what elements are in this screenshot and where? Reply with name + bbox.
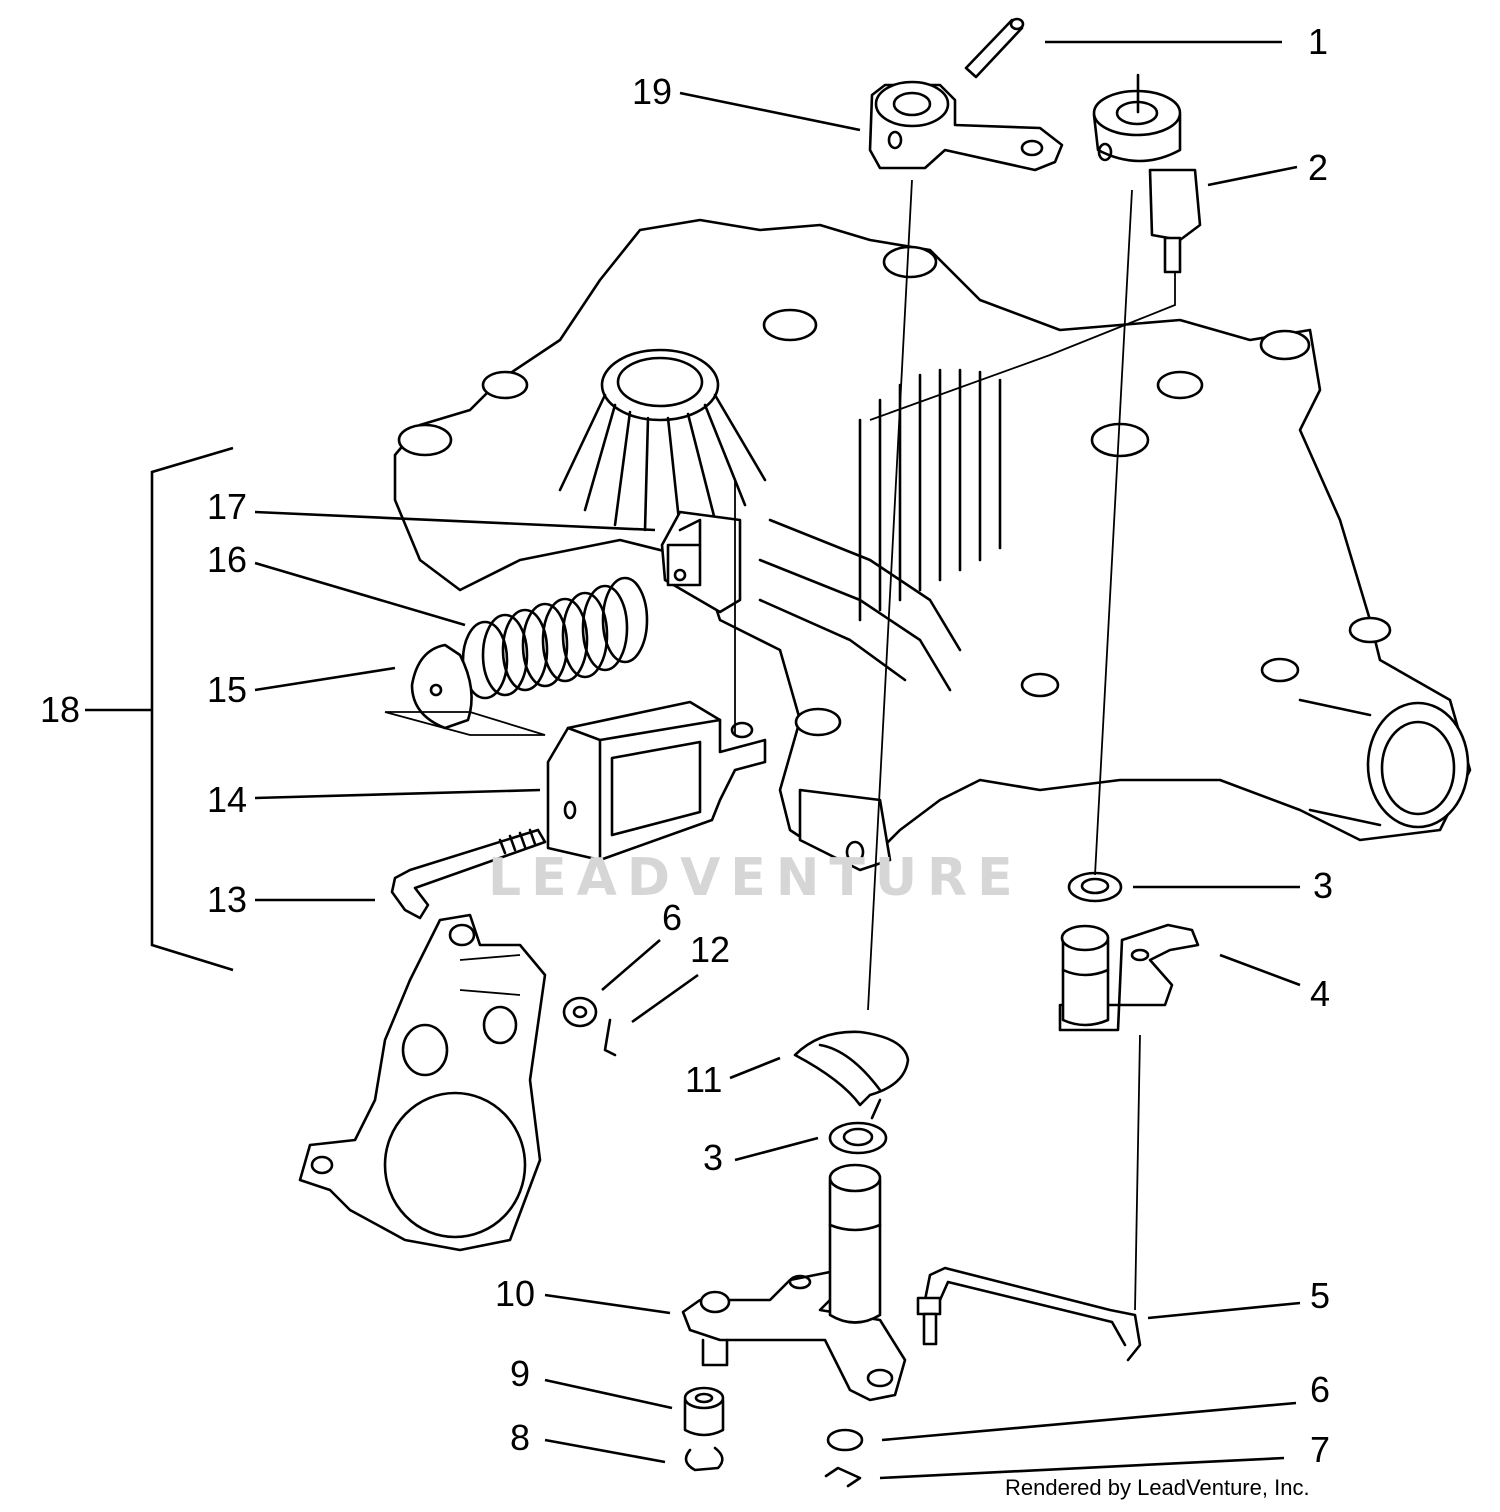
render-credit: Rendered by LeadVenture, Inc. (1005, 1475, 1310, 1500)
part-3-washer-upper (1067, 871, 1123, 903)
callout-18: 18 (40, 689, 81, 730)
part-8-e-clip (684, 1446, 724, 1472)
part-9-bushing (683, 1386, 725, 1437)
part-2-collar (1092, 73, 1202, 274)
callout-14: 14 (207, 779, 248, 820)
callout-2: 2 (1308, 147, 1329, 188)
part-17-bracket (660, 510, 742, 614)
callout-6-lower: 6 (1310, 1369, 1331, 1410)
callout-17: 17 (207, 486, 248, 527)
callout-13: 13 (207, 879, 248, 920)
group-bracket-18 (150, 446, 234, 972)
callout-1: 1 (1308, 21, 1329, 62)
leader-lines (85, 40, 1301, 1480)
callout-4: 4 (1310, 973, 1331, 1014)
callout-15: 15 (207, 669, 248, 710)
assembly-lines (734, 179, 1176, 1311)
callout-10: 10 (495, 1273, 536, 1314)
part-15-spring-seat (384, 643, 546, 736)
watermark: LEADVENTURE (488, 848, 1023, 908)
part-3-washer-lower (828, 1121, 888, 1155)
part-5-link-rod (916, 1266, 1142, 1362)
callout-16: 16 (207, 539, 248, 580)
callout-3-lower: 3 (703, 1137, 724, 1178)
callout-5: 5 (1310, 1275, 1331, 1316)
part-10-lever (681, 1163, 907, 1402)
part-6-washer-lower (826, 1428, 864, 1452)
part-19-arm (868, 80, 1064, 172)
callout-19: 19 (632, 71, 673, 112)
part-1-roll-pin (964, 17, 1025, 79)
callout-3-upper: 3 (1313, 865, 1334, 906)
part-7-cotter-pin (824, 1466, 862, 1488)
callout-12: 12 (690, 929, 731, 970)
callout-7: 7 (1310, 1429, 1331, 1470)
part-13-rod (390, 828, 547, 920)
callout-9: 9 (510, 1353, 531, 1394)
part-12-clip (603, 1018, 617, 1057)
callout-6-upper: 6 (662, 897, 683, 938)
part-11-ring (793, 1030, 910, 1120)
callout-11: 11 (685, 1059, 723, 1100)
part-4-shaft-arm (1058, 923, 1200, 1032)
part-16-spring (461, 576, 649, 700)
part-14-bracket (546, 700, 767, 862)
callout-8: 8 (510, 1417, 531, 1458)
cover-plate (298, 913, 547, 1252)
part-6-washer-upper (562, 996, 598, 1028)
transaxle-housing (393, 218, 1472, 872)
